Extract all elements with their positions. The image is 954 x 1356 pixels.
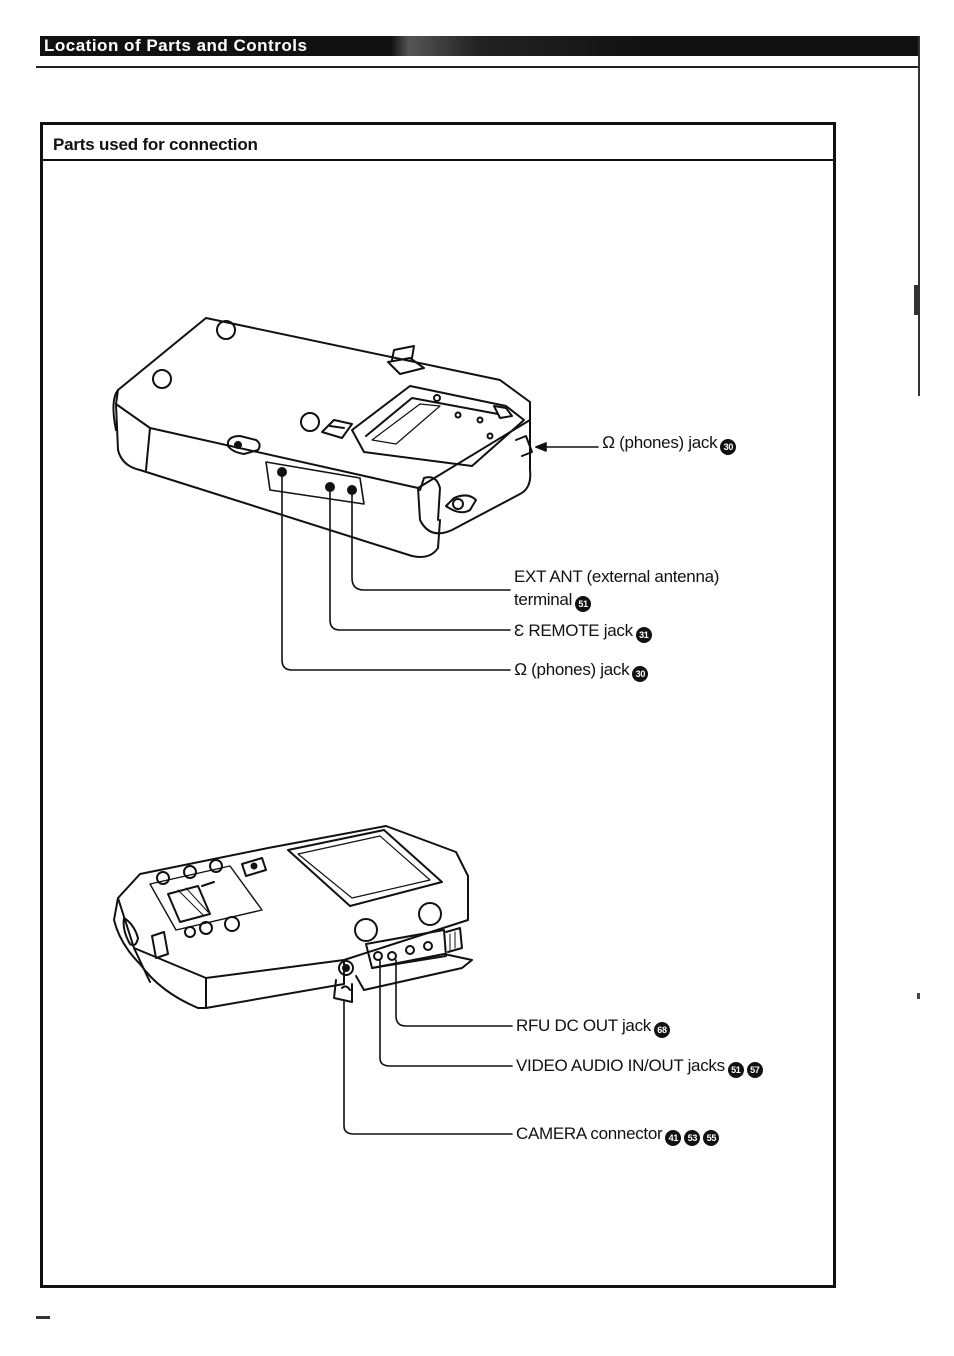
ref-circle: 51: [575, 596, 592, 612]
ref-circle: 57: [746, 1062, 763, 1078]
ref-circle: 51: [727, 1062, 744, 1078]
phones-jack-bottom-text: Ω (phones) jack: [514, 660, 630, 679]
ref-circle: 41: [665, 1130, 682, 1146]
ref-circle: 30: [632, 666, 649, 682]
top-device-illustration: [112, 317, 533, 558]
phones-jack-side-text: Ω (phones) jack: [602, 433, 718, 452]
bottom-device-illustration: [113, 825, 473, 1009]
video-audio-text: VIDEO AUDIO IN/OUT jacks: [516, 1056, 725, 1075]
ext-ant-label-line1: EXT ANT (external antenna): [514, 567, 720, 586]
rfu-dc-out-text: RFU DC OUT jack: [516, 1016, 651, 1035]
panel-header: Parts used for connection: [43, 125, 833, 161]
page-edge-rule: [918, 36, 920, 396]
ext-ant-terminal-text: terminal: [514, 590, 573, 609]
camera-connector-text: CAMERA connector: [516, 1124, 663, 1143]
bottom-leader-lines: [343, 959, 513, 1135]
top-leader-lines: [281, 442, 599, 671]
section-title: Location of Parts and Controls: [44, 36, 308, 55]
page-number-mark: [36, 1316, 50, 1319]
ref-circle: 31: [635, 627, 652, 643]
connection-parts-panel: Parts used for connection: [40, 122, 836, 1288]
header-rule: [36, 66, 918, 68]
page-edge-mark: [917, 993, 920, 999]
header-texture: [40, 36, 918, 56]
ref-circle: 68: [653, 1022, 670, 1038]
ref-circle: 55: [703, 1130, 720, 1146]
ref-circle: 53: [684, 1130, 701, 1146]
section-header-banner: Location of Parts and Controls: [40, 36, 918, 56]
remote-jack-text: Ɛ REMOTE jack: [514, 621, 633, 640]
panel-title: Parts used for connection: [53, 135, 258, 154]
page-edge-tick: [914, 285, 918, 315]
ref-circle: 30: [720, 439, 737, 455]
